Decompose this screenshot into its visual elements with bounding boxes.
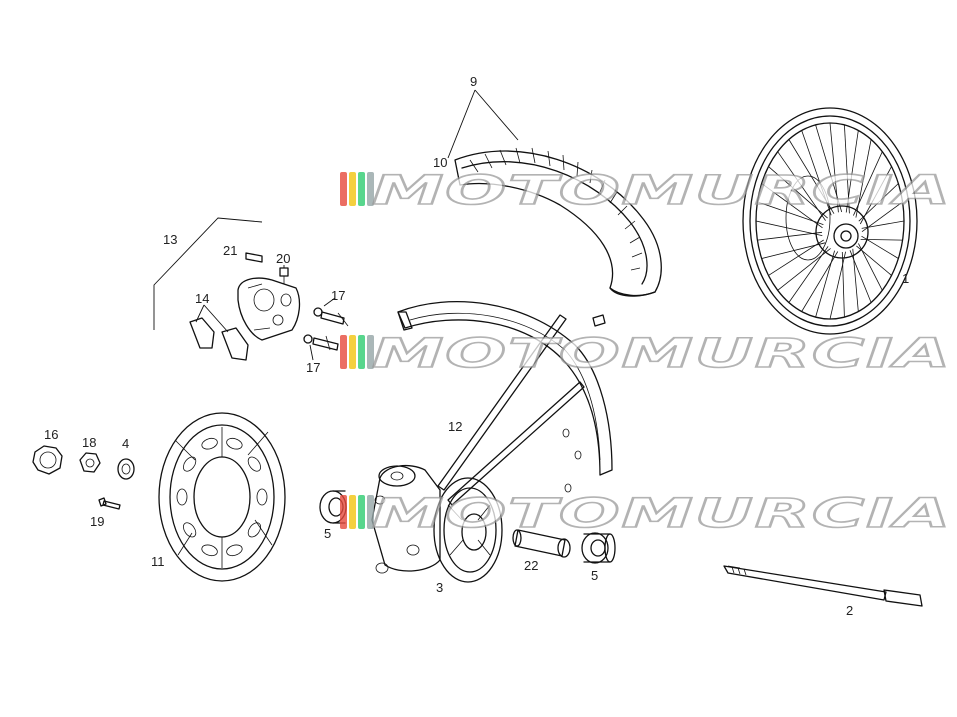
spoke bbox=[777, 248, 831, 291]
watermark-text: MOTOMURCIA bbox=[372, 168, 952, 214]
watermark-text: MOTOMURCIA bbox=[372, 491, 952, 537]
watermark-stripe bbox=[358, 495, 365, 529]
spoke bbox=[845, 130, 859, 213]
watermark-stripe bbox=[367, 172, 374, 206]
front-fender bbox=[397, 301, 613, 506]
disc-cutout bbox=[201, 437, 218, 450]
watermark-stripe bbox=[367, 495, 374, 529]
spoke bbox=[852, 248, 859, 312]
callout-2: 2 bbox=[846, 603, 853, 618]
leader-lines bbox=[153, 89, 519, 361]
callout-14: 14 bbox=[195, 291, 209, 306]
watermark-stripe bbox=[349, 335, 356, 369]
disc-cutout bbox=[176, 488, 188, 506]
spoke bbox=[755, 220, 823, 236]
callout-18: 18 bbox=[82, 435, 96, 450]
callout-17-lower: 17 bbox=[306, 360, 320, 375]
caliper-bolt-lower bbox=[303, 334, 339, 351]
axle-nut bbox=[32, 445, 63, 475]
washer bbox=[117, 458, 135, 480]
watermark-bottom: MOTOMURCIA bbox=[340, 490, 952, 538]
callout-20: 20 bbox=[276, 251, 290, 266]
watermark-stripe bbox=[340, 495, 347, 529]
disc-cutout bbox=[201, 544, 218, 557]
disc-cutout bbox=[182, 456, 197, 472]
watermark-middle: MOTOMURCIA bbox=[340, 330, 952, 378]
watermark-stripe bbox=[358, 172, 365, 206]
self-locking-nut bbox=[79, 452, 101, 473]
complete-wheel bbox=[742, 107, 918, 335]
spoke bbox=[801, 130, 832, 216]
spoke bbox=[853, 151, 883, 216]
callout-19: 19 bbox=[90, 514, 104, 529]
callout-21: 21 bbox=[223, 243, 237, 258]
callout-1: 1 bbox=[902, 271, 909, 286]
callout-22: 22 bbox=[524, 558, 538, 573]
callout-13: 13 bbox=[163, 232, 177, 247]
spoke bbox=[801, 251, 839, 312]
disc-cutout bbox=[247, 456, 262, 472]
spoke bbox=[777, 151, 826, 221]
watermark-stripe bbox=[349, 495, 356, 529]
caliper-bolt-upper bbox=[313, 307, 349, 327]
callout-9: 9 bbox=[470, 74, 477, 89]
bleed-screw bbox=[279, 267, 289, 284]
callout-3: 3 bbox=[436, 580, 443, 595]
callout-17-upper: 17 bbox=[331, 288, 345, 303]
spoke bbox=[761, 242, 826, 259]
watermark-stripe bbox=[358, 335, 365, 369]
watermark-stripe bbox=[340, 172, 347, 206]
disc-cutout bbox=[247, 522, 262, 538]
watermark-stripe bbox=[349, 172, 356, 206]
wheel-axle bbox=[723, 565, 923, 607]
disc-bolt bbox=[98, 497, 121, 510]
callout-4: 4 bbox=[122, 436, 129, 451]
callout-10: 10 bbox=[433, 155, 447, 170]
callout-16: 16 bbox=[44, 427, 58, 442]
spoke bbox=[761, 183, 823, 229]
disc-cutout bbox=[226, 544, 243, 557]
wheel-hub bbox=[371, 464, 503, 583]
brake-caliper bbox=[237, 277, 301, 341]
tyre bbox=[454, 147, 662, 297]
disc-cutout bbox=[182, 522, 197, 538]
callout-5-left: 5 bbox=[324, 526, 331, 541]
watermark-top: MOTOMURCIA bbox=[340, 167, 952, 215]
spoke bbox=[858, 243, 883, 291]
callout-11: 11 bbox=[151, 554, 165, 569]
callout-labels: 1 2 3 4 5 5 9 10 11 12 13 14 16 17 17 18… bbox=[44, 74, 909, 618]
spoke bbox=[829, 251, 846, 320]
watermark-stripe bbox=[340, 335, 347, 369]
disc-cutout bbox=[226, 437, 243, 450]
watermark-text: MOTOMURCIA bbox=[372, 331, 952, 377]
spoke bbox=[849, 250, 872, 303]
spoke bbox=[757, 231, 823, 241]
watermark-stripe bbox=[367, 335, 374, 369]
wheel-spacer bbox=[512, 529, 571, 558]
callout-5-right: 5 bbox=[591, 568, 598, 583]
wheel-bearing-right bbox=[581, 532, 616, 564]
spoke bbox=[861, 201, 903, 233]
brake-disc bbox=[158, 412, 286, 582]
spoke bbox=[858, 183, 899, 222]
spoke bbox=[768, 239, 824, 276]
callout-12: 12 bbox=[448, 419, 462, 434]
spoke bbox=[829, 122, 839, 213]
disc-cutout bbox=[256, 488, 268, 506]
spoke bbox=[861, 235, 899, 259]
pad-pin bbox=[245, 252, 263, 263]
brake-pads bbox=[189, 317, 249, 361]
